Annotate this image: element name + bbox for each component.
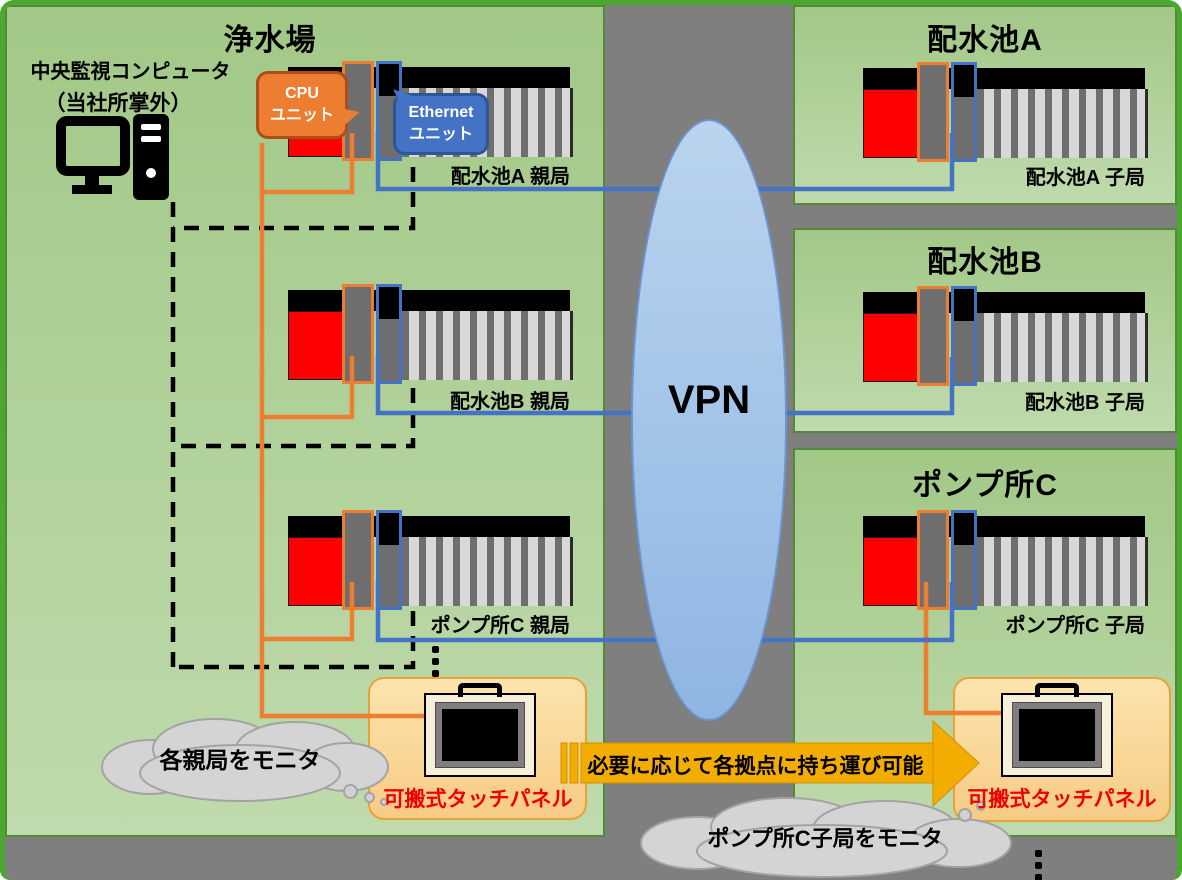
reservoir-a-title: 配水池A (927, 24, 1043, 57)
touch-panel-handle (1035, 683, 1079, 697)
ethernet-unit-callout: Ethernet ユニット (393, 93, 489, 155)
monitor-cloud-right-text: ポンプ所C子局をモニタ (707, 826, 943, 851)
ethernet-callout-line2: ユニット (408, 126, 473, 143)
label-slave-reservoir-a: 配水池A 子局 (1025, 167, 1145, 189)
reservoir-b-title: 配水池B (927, 246, 1043, 279)
plc-cpu-unit (342, 510, 374, 610)
touch-panel-handle (458, 683, 502, 697)
dashed-programming-links (170, 167, 416, 670)
thought-bubble (976, 801, 986, 811)
monitor-cloud-left-text: 各親局をモニタ (159, 747, 321, 773)
label-slave-pump-c: ポンプ所C 子局 (1005, 615, 1145, 637)
continuation-dots-right (1035, 850, 1042, 880)
central-computer-icon (56, 114, 169, 200)
vpn-label: VPN (667, 377, 751, 422)
orange-cpu-links (259, 133, 1002, 719)
plc-ethernet-unit (951, 286, 977, 386)
plc-io-modules (977, 537, 1148, 606)
touch-panel-bezel (435, 702, 525, 768)
plc-power-module (863, 537, 918, 606)
ethernet-callout-line1: Ethernet (408, 104, 474, 122)
label-master-pump-c: ポンプ所C 親局 (430, 615, 570, 637)
plc-cpu-unit (342, 284, 374, 384)
cpu-unit-callout: CPU ユニット (256, 71, 348, 139)
thought-bubble (380, 798, 388, 806)
touch-panel-label-left: 可搬式タッチパネル (383, 788, 573, 811)
thought-bubble (990, 795, 998, 803)
thought-bubble (958, 808, 972, 822)
plc-master-pump-c (288, 510, 573, 610)
thought-bubble (343, 784, 358, 799)
central-computer-caption2: （当社所掌外） (44, 92, 192, 115)
plc-slave-reservoir-a (863, 62, 1148, 162)
touch-panel-label-right: 可搬式タッチパネル (967, 788, 1157, 811)
vpn-cloud: VPN (631, 119, 787, 721)
plc-slave-reservoir-b (863, 286, 1148, 386)
carry-arrow-label: 必要に応じて各拠点に持ち運び可能 (587, 755, 924, 778)
label-master-reservoir-b: 配水池B 親局 (450, 391, 570, 413)
plc-ethernet-unit (951, 62, 977, 162)
water-plant-title: 浄水場 (223, 24, 317, 57)
plc-cpu-unit (917, 62, 949, 162)
plc-io-modules (977, 313, 1148, 382)
monitor-cloud-left (101, 718, 389, 802)
plc-io-modules (402, 311, 573, 380)
plc-master-reservoir-b (288, 284, 573, 384)
touch-panel-screen (442, 709, 518, 761)
touch-panel-screen (1019, 709, 1095, 761)
carry-arrow (560, 719, 980, 808)
plc-cpu-unit (917, 510, 949, 610)
label-slave-reservoir-b: 配水池B 子局 (1025, 392, 1145, 414)
plc-power-module (863, 313, 918, 382)
touch-panel-bezel (1012, 702, 1102, 768)
central-computer-caption: 中央監視コンピュータ (30, 61, 231, 83)
plc-power-module (288, 311, 343, 380)
monitor-cloud-right (640, 797, 1012, 878)
touch-panel-icon-right (1001, 683, 1113, 777)
cpu-callout-line1: CPU (285, 85, 319, 103)
thought-bubble (364, 792, 375, 803)
plc-ethernet-unit (376, 284, 402, 384)
pump-station-c-title: ポンプ所C (912, 469, 1058, 502)
plc-cpu-unit (917, 286, 949, 386)
plc-io-modules (402, 537, 573, 606)
continuation-dots-left (432, 646, 439, 677)
plc-ethernet-unit (951, 510, 977, 610)
plc-power-module (863, 89, 918, 158)
plc-ethernet-unit (376, 510, 402, 610)
plc-io-modules (977, 89, 1148, 158)
touch-panel-icon-left (424, 683, 536, 777)
label-master-reservoir-a: 配水池A 親局 (450, 166, 570, 188)
cpu-callout-line2: ユニット (269, 107, 334, 124)
plc-slave-pump-c (863, 510, 1148, 610)
